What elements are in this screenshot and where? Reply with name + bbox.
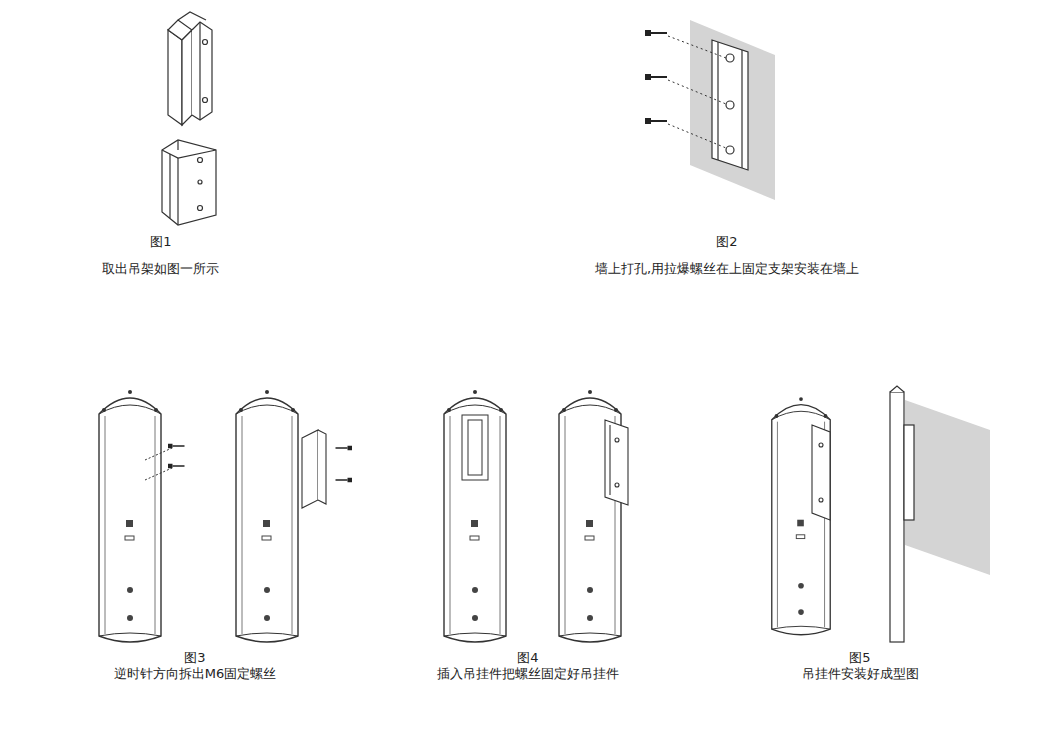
figure-number: 图3 xyxy=(184,650,205,666)
figure-number: 图5 xyxy=(849,650,870,666)
figure-caption: 取出吊架如图一所示 xyxy=(102,261,219,277)
figure-caption: 插入吊挂件把螺丝固定好吊挂件 xyxy=(437,666,619,682)
figure-number: 图4 xyxy=(517,650,538,666)
figure-number: 图1 xyxy=(150,234,171,250)
figure-caption: 墙上打孔,用拉爆螺丝在上固定支架安装在墙上 xyxy=(595,261,859,277)
figure-caption: 吊挂件安装好成型图 xyxy=(802,666,919,682)
figure-caption: 逆时针方向拆出M6固定螺丝 xyxy=(114,666,277,682)
figure-number: 图2 xyxy=(716,234,737,250)
